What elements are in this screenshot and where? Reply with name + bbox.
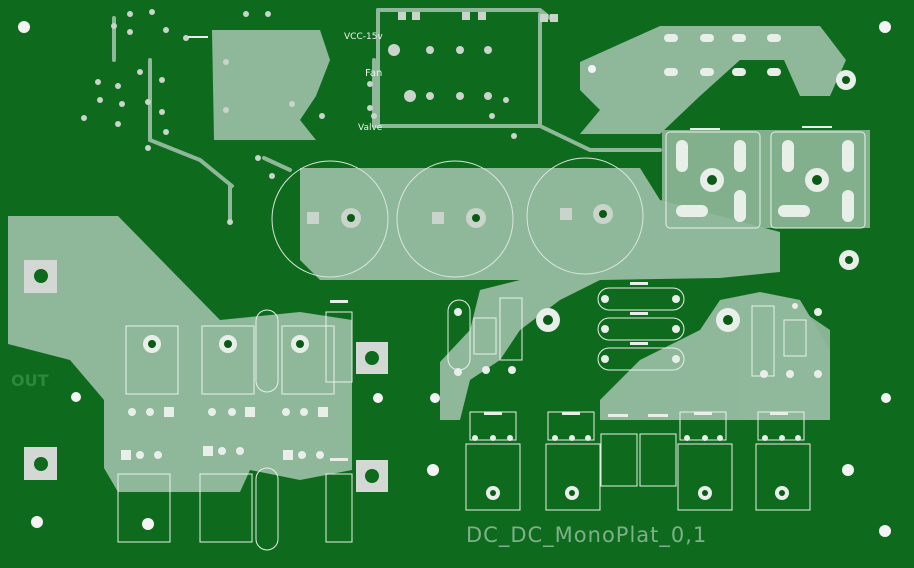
out-label: OUT (11, 371, 49, 390)
bulk-capacitor-3 (526, 157, 644, 275)
output-terminal-pads (24, 260, 388, 492)
copper-pour-right-ctrl (740, 296, 830, 420)
valve-label: Valve (358, 123, 383, 133)
bridge-rectifier-left (665, 131, 761, 229)
control-pads (454, 295, 822, 378)
bridge-rectifiers (665, 131, 866, 229)
bulk-capacitor-pads (307, 204, 613, 228)
power-transistor-pads (472, 435, 801, 500)
board-title: DC_DC_MonoPlat_0,1 (466, 523, 708, 547)
copper-pour-top-right (580, 26, 846, 134)
bulk-capacitors (271, 157, 644, 278)
copper-pour-bulk-caps (300, 168, 830, 420)
signal-vias (81, 9, 558, 225)
bulk-capacitor-2 (396, 160, 514, 278)
vcc-label: VCC-15v (344, 32, 383, 42)
output-stage-pads (121, 335, 328, 460)
bridge-rectifier-pads (676, 140, 854, 222)
bridge-rectifier-right (770, 131, 866, 229)
output-stage-outlines (117, 309, 353, 551)
bulk-capacitor-1 (271, 160, 389, 278)
copper-pour-aux (212, 30, 330, 140)
power-terminal-pads (664, 34, 859, 270)
mounting-holes (18, 21, 891, 537)
copper-pour-output (8, 216, 352, 492)
control-components (447, 287, 807, 377)
copper-pour-bridge-area (662, 130, 870, 228)
component-tags (188, 36, 832, 461)
fan-label: Fan (365, 68, 383, 79)
